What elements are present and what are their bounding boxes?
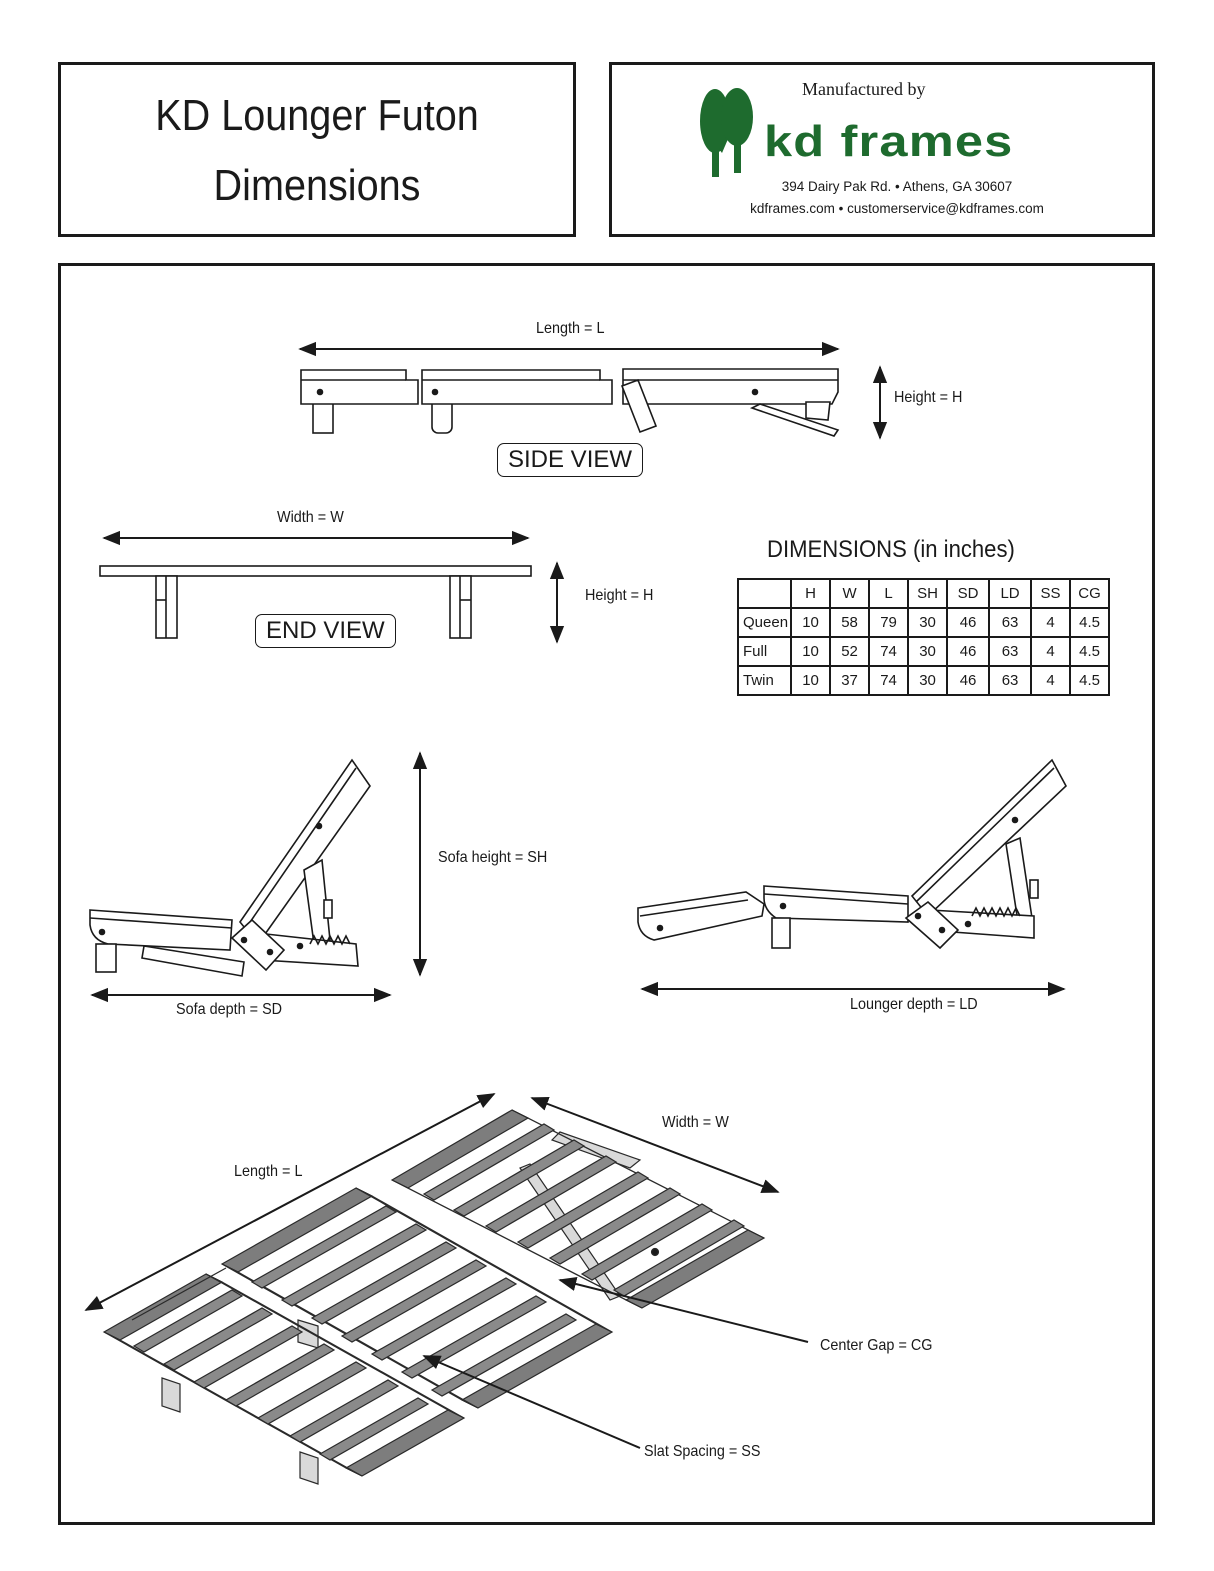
table-cell: 4 <box>1030 607 1072 638</box>
iso-width-label: Width = W <box>662 1114 729 1131</box>
row-label: Queen <box>736 607 793 638</box>
manufacturer-box: Manufactured by kd frames 394 Dairy Pak … <box>609 62 1155 237</box>
column-header: L <box>868 578 910 609</box>
column-header: SS <box>1030 578 1072 609</box>
column-header: H <box>790 578 832 609</box>
sofa-view-drawing <box>89 751 428 1003</box>
title-box: KD Lounger Futon Dimensions <box>58 62 576 237</box>
center-gap-label: Center Gap = CG <box>820 1337 933 1354</box>
table-row: Twin 10 37 74 30 46 63 4 4.5 <box>736 665 1111 696</box>
row-label: Full <box>736 636 793 667</box>
row-label: Twin <box>736 665 793 696</box>
table-cell: 58 <box>829 607 871 638</box>
side-length-label: Length = L <box>536 320 605 337</box>
end-height-label: Height = H <box>585 587 654 604</box>
table-row: Queen 10 58 79 30 46 63 4 4.5 <box>736 607 1111 638</box>
isometric-dimension-arrows <box>84 1093 809 1449</box>
table-cell: 74 <box>868 636 910 667</box>
table-cell: 4.5 <box>1069 607 1111 638</box>
side-view-tag: SIDE VIEW <box>497 443 644 477</box>
table-cell: 63 <box>988 665 1033 696</box>
table-cell: 30 <box>907 636 949 667</box>
table-corner-cell <box>736 578 793 609</box>
table-cell: 4 <box>1030 665 1072 696</box>
table-cell: 46 <box>946 636 991 667</box>
manufactured-by-text: Manufactured by <box>802 79 926 99</box>
table-cell: 4.5 <box>1069 636 1111 667</box>
column-header: W <box>829 578 871 609</box>
table-row: Full 10 52 74 30 46 63 4 4.5 <box>736 636 1111 667</box>
table-cell: 63 <box>988 636 1033 667</box>
page-title-line1: KD Lounger Futon <box>155 91 479 140</box>
table-cell: 30 <box>907 607 949 638</box>
table-cell: 46 <box>946 665 991 696</box>
dimensions-table: H W L SH SD LD SS CG Queen 10 58 79 30 4… <box>736 578 1111 696</box>
side-height-label: Height = H <box>894 389 963 406</box>
tree-logo-icon <box>700 88 753 177</box>
table-cell: 10 <box>790 665 832 696</box>
end-width-label: Width = W <box>277 509 344 526</box>
dimensions-title: DIMENSIONS (in inches) <box>767 536 1015 563</box>
table-cell: 37 <box>829 665 871 696</box>
side-view-drawing <box>298 341 888 440</box>
end-view-tag: END VIEW <box>255 614 396 648</box>
contact-text: kdframes.com • customerservice@kdframes.… <box>750 201 1044 216</box>
iso-length-label: Length = L <box>234 1163 303 1180</box>
page-title-line2: Dimensions <box>213 161 421 210</box>
lounger-view-drawing <box>637 758 1067 997</box>
end-view-drawing <box>99 530 565 644</box>
isometric-frame-drawing <box>102 1109 766 1485</box>
address-text: 394 Dairy Pak Rd. • Athens, GA 30607 <box>781 179 1013 194</box>
table-cell: 4 <box>1030 636 1072 667</box>
table-cell: 74 <box>868 665 910 696</box>
slat-spacing-label: Slat Spacing = SS <box>644 1443 761 1460</box>
table-cell: 63 <box>988 607 1033 638</box>
column-header: SH <box>907 578 949 609</box>
sofa-height-label: Sofa height = SH <box>438 849 548 866</box>
table-cell: 10 <box>790 636 832 667</box>
table-cell: 10 <box>790 607 832 638</box>
table-header-row: H W L SH SD LD SS CG <box>736 578 1111 609</box>
lounger-depth-label: Lounger depth = LD <box>850 996 978 1013</box>
brand-name: kd frames <box>764 117 1014 166</box>
table-cell: 4.5 <box>1069 665 1111 696</box>
column-header: SD <box>946 578 991 609</box>
sofa-depth-label: Sofa depth = SD <box>176 1001 283 1018</box>
column-header: CG <box>1069 578 1111 609</box>
table-cell: 30 <box>907 665 949 696</box>
table-cell: 52 <box>829 636 871 667</box>
table-cell: 46 <box>946 607 991 638</box>
column-header: LD <box>988 578 1033 609</box>
table-cell: 79 <box>868 607 910 638</box>
